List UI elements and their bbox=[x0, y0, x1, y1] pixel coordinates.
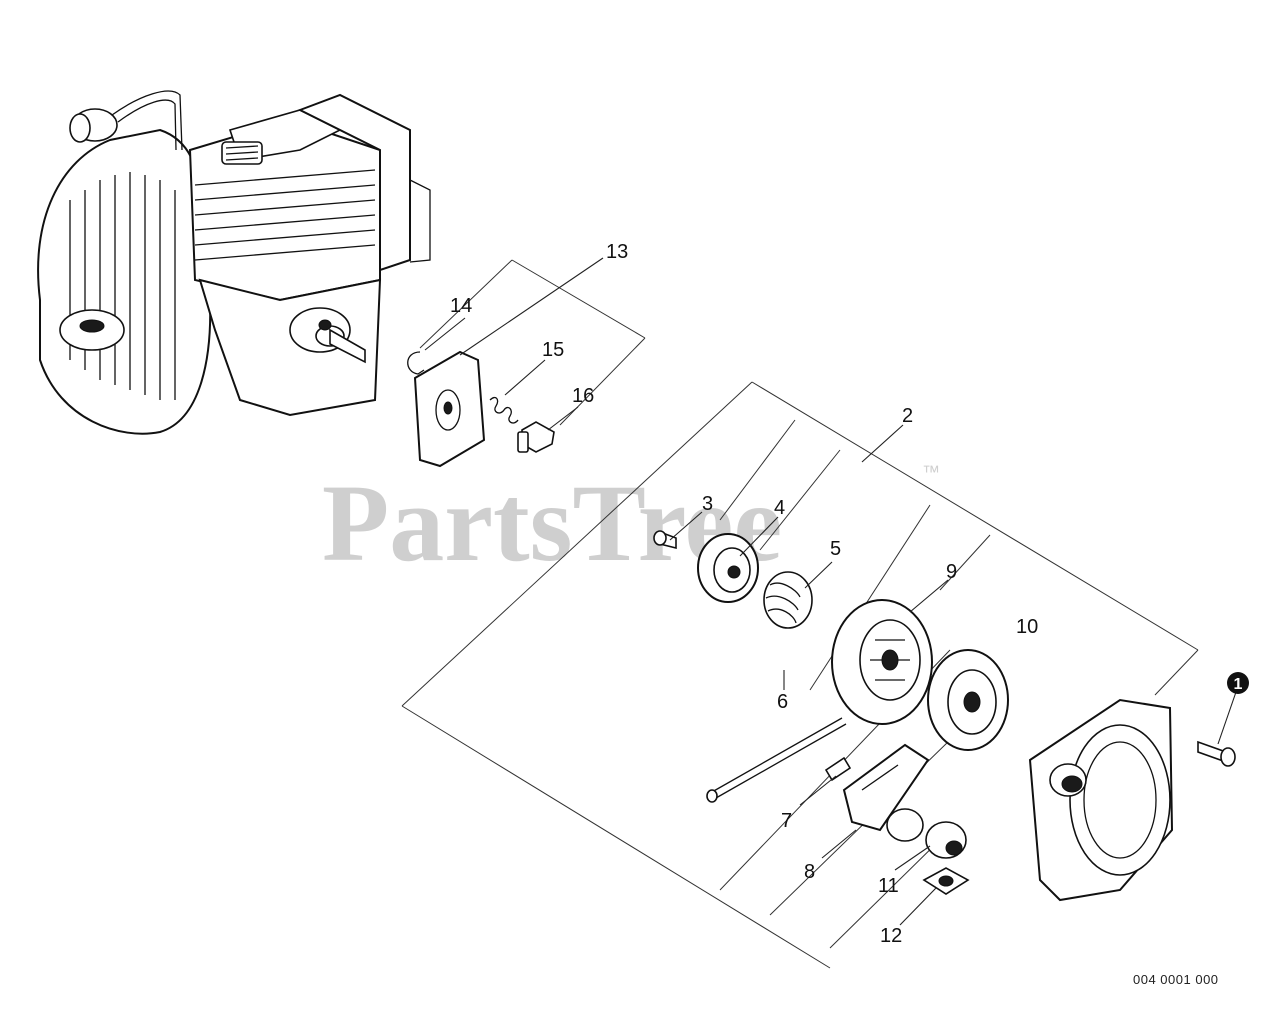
leader-15 bbox=[504, 359, 546, 396]
part-label-13: 13 bbox=[606, 241, 628, 263]
part-4-pulley bbox=[697, 533, 759, 603]
leader-14 bbox=[424, 317, 466, 351]
part-label-10: 10 bbox=[1016, 616, 1038, 638]
part-label-11: 11 bbox=[878, 875, 899, 897]
part-6-rope bbox=[706, 717, 847, 803]
part-9-reel bbox=[831, 599, 933, 725]
leader-5 bbox=[804, 561, 833, 589]
leader-4 bbox=[739, 516, 779, 557]
part-5-spring bbox=[763, 571, 813, 629]
leader-7 bbox=[799, 775, 837, 806]
part-label-15: 15 bbox=[542, 339, 564, 361]
part-label-2: 2 bbox=[902, 405, 913, 427]
leader-2 bbox=[861, 424, 904, 463]
part-11-ball bbox=[925, 821, 967, 859]
leader-bolt bbox=[1217, 691, 1237, 745]
callout-marker-circle bbox=[1227, 672, 1249, 694]
engine-assembly bbox=[37, 90, 431, 435]
part-16-pin bbox=[517, 421, 555, 453]
leader-11 bbox=[894, 845, 931, 871]
diagram-code: 004 0001 000 bbox=[1133, 972, 1219, 987]
part-10-spiral bbox=[927, 649, 1009, 751]
leader-9 bbox=[909, 579, 949, 613]
part-label-5: 5 bbox=[830, 538, 841, 560]
part-13-plate bbox=[413, 350, 486, 468]
part-label-16: 16 bbox=[572, 385, 594, 407]
part-label-9: 9 bbox=[946, 561, 957, 583]
part-label-8: 8 bbox=[804, 861, 815, 883]
watermark-trademark: ™ bbox=[922, 462, 940, 482]
part-7-insert bbox=[824, 756, 852, 782]
leader-16 bbox=[547, 406, 579, 431]
part-label-7: 7 bbox=[781, 810, 792, 832]
leader-13 bbox=[459, 257, 604, 356]
callout-marker-text: 1 bbox=[1234, 676, 1243, 693]
leader-3 bbox=[669, 511, 703, 541]
housing-bolt bbox=[1197, 740, 1236, 767]
part-12-washer bbox=[922, 867, 970, 895]
part-label-12: 12 bbox=[880, 925, 902, 947]
starter-housing bbox=[1028, 698, 1174, 902]
part-label-4: 4 bbox=[774, 497, 785, 519]
part-3-screw bbox=[653, 530, 677, 550]
part-8-handle bbox=[842, 743, 930, 842]
part-label-3: 3 bbox=[702, 493, 713, 515]
part-15-spring bbox=[489, 396, 519, 424]
bracket-2 bbox=[401, 381, 1199, 969]
part-14-clip bbox=[407, 351, 425, 375]
leader-12 bbox=[899, 887, 937, 926]
part-label-14: 14 bbox=[450, 295, 472, 317]
part-label-6: 6 bbox=[777, 691, 788, 713]
leader-8 bbox=[821, 829, 857, 859]
